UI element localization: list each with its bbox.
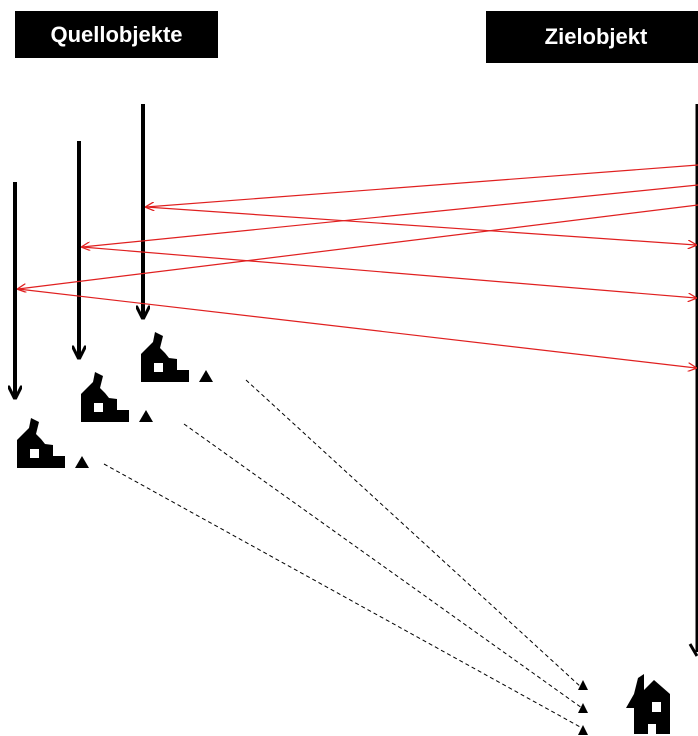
red-ray xyxy=(81,246,696,298)
red-ray xyxy=(145,206,696,245)
red-ray xyxy=(146,164,698,207)
factory-icon xyxy=(17,418,89,468)
dashed-link xyxy=(183,423,583,709)
triangle-marker xyxy=(578,725,588,735)
target-object-label: Zielobjekt xyxy=(486,11,698,63)
triangle-marker xyxy=(578,680,588,690)
red-ray xyxy=(18,204,698,289)
triangle-marker xyxy=(578,703,588,713)
house-icon xyxy=(626,674,670,734)
source-objects-label: Quellobjekte xyxy=(15,11,218,58)
dashed-link xyxy=(103,463,583,729)
red-ray xyxy=(17,288,696,368)
dashed-link xyxy=(245,379,583,689)
target-vertical-arrowhead xyxy=(688,643,698,657)
factory-icon xyxy=(141,332,213,382)
red-ray xyxy=(82,184,698,247)
